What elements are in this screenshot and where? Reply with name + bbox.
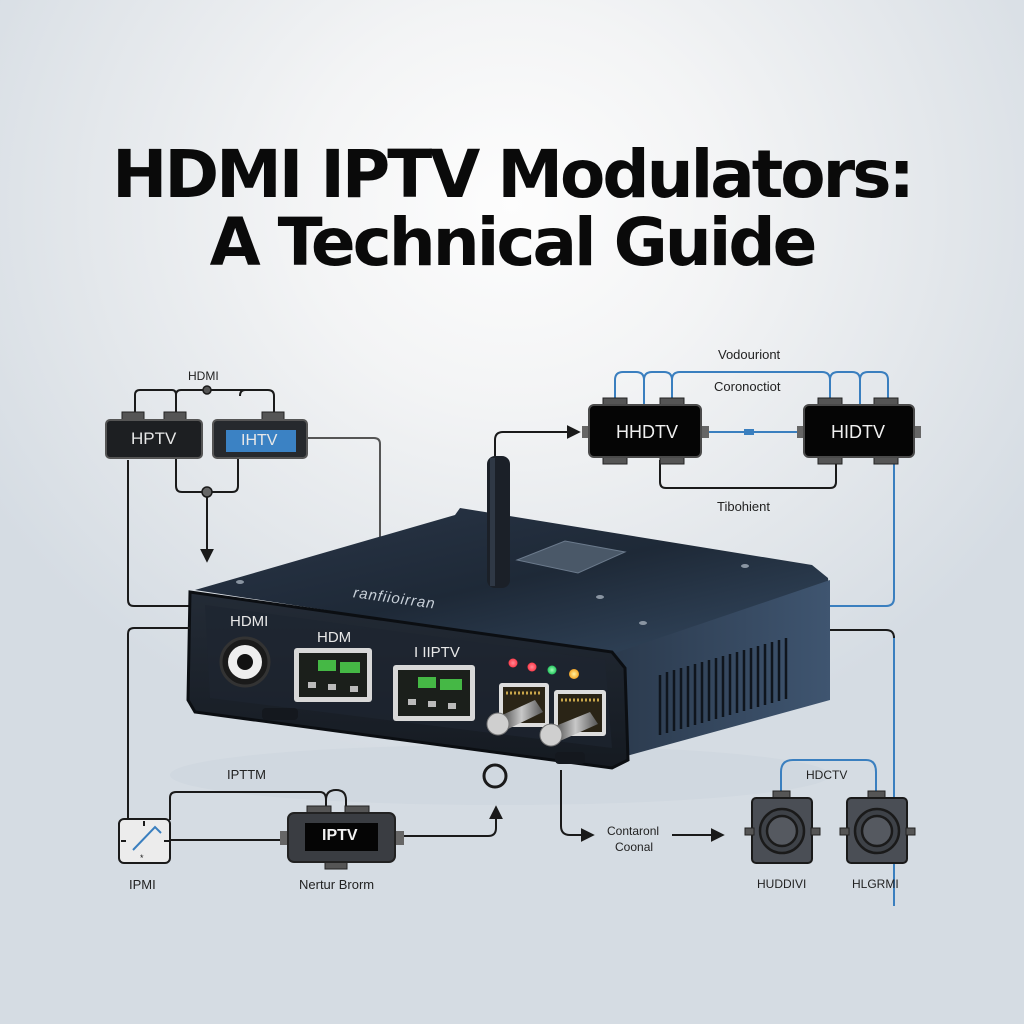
hhdtv-box-label: HHDTV: [616, 422, 678, 442]
bottom-right-wiring: [560, 770, 725, 842]
coronoctiot-label: Coronoctiot: [714, 379, 781, 394]
connector-1-label: HUDDIVI: [757, 877, 807, 891]
port-label-hdmi: HDMI: [230, 613, 269, 630]
svg-text:*: *: [140, 853, 144, 863]
hidtv-box: [797, 397, 921, 465]
page-title-line-2: A Technical Guide: [209, 204, 818, 281]
connector-1-icon: [744, 790, 821, 864]
hdctv-wire-label: HDCTV: [806, 768, 848, 782]
top-right-black-wiring: [494, 425, 895, 639]
connector-2-label: HLGRMI: [852, 877, 899, 891]
tibohient-label: Tibohient: [717, 499, 770, 514]
inline-coupler: [744, 429, 754, 435]
led-red-1-icon: [508, 658, 518, 668]
ipttm-wire-label: IPTTM: [227, 767, 266, 782]
hptv-box: [105, 411, 203, 459]
bottom-iptv-box: [280, 805, 404, 870]
meter-icon: *: [118, 818, 171, 864]
hdmi-wire-label: HDMI: [188, 369, 219, 383]
ihtv-box: [212, 411, 308, 459]
hptv-box-label: HPTV: [131, 429, 177, 448]
led-amber-icon: [569, 669, 579, 679]
page-title-line-1: HDMI IPTV Modulators:: [112, 136, 915, 213]
bottom-iptv-box-label: IPTV: [322, 827, 358, 844]
vodouriont-label: Vodouriont: [718, 347, 781, 362]
meter-label: IPMI: [129, 877, 156, 892]
led-red-2-icon: [527, 662, 537, 672]
connector-2-icon: [839, 790, 916, 864]
hdctv-wire: [780, 759, 877, 792]
port-label-iptv: I IIPTV: [414, 644, 460, 661]
arrow-label-line-2: Coonal: [615, 840, 654, 854]
ihtv-box-label: IHTV: [241, 432, 278, 449]
hidtv-box-label: HIDTV: [831, 422, 885, 442]
junction-dot: [201, 486, 213, 498]
modulator-device: [170, 456, 830, 805]
bottom-iptv-box-caption: Nertur Brorm: [299, 877, 375, 892]
bottom-left-wiring: [127, 627, 503, 841]
top-left-wiring: [127, 389, 387, 607]
arrow-label-line-1: Contaronl: [607, 824, 660, 838]
hhdtv-box: [582, 397, 709, 465]
junction-dot: [202, 385, 212, 395]
ring-connector-icon: [482, 763, 508, 789]
port-label-hdm: HDM: [317, 629, 352, 646]
led-green-icon: [547, 665, 557, 675]
